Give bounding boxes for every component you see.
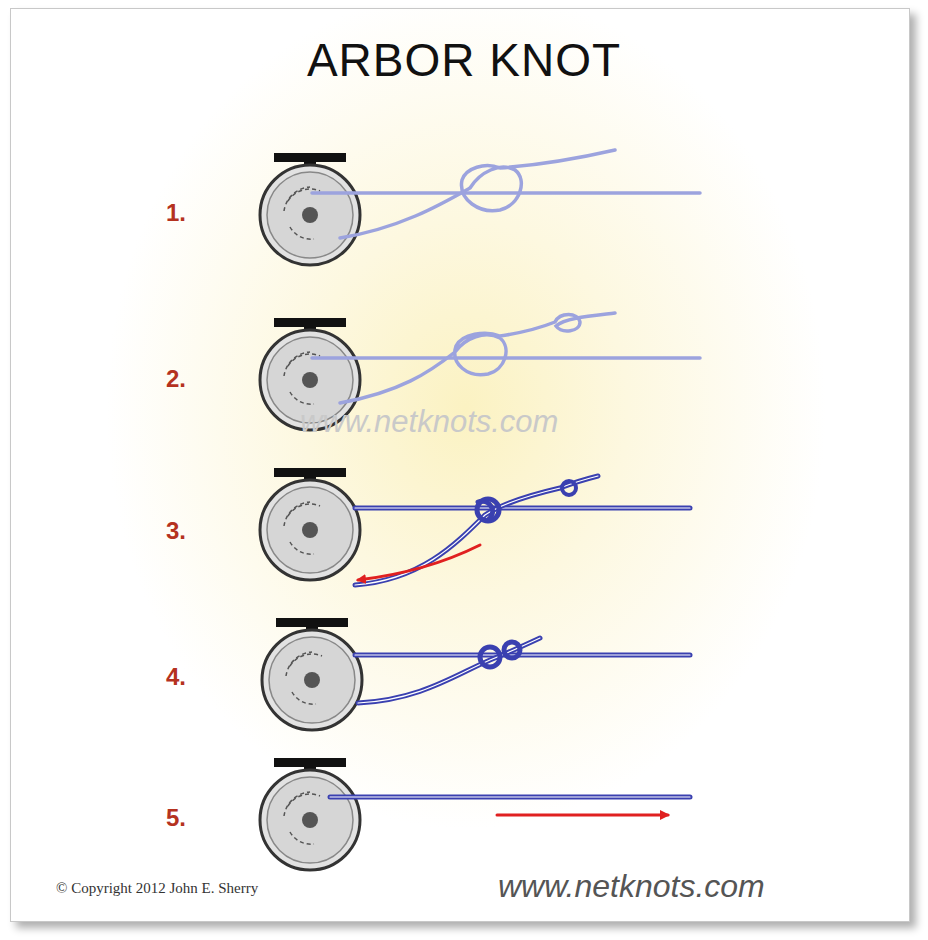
step-number: 1. — [166, 199, 186, 227]
watermark: www.netknots.com — [300, 404, 558, 440]
watermark: www.netknots.com — [498, 868, 765, 905]
step-number: 4. — [166, 663, 186, 691]
copyright-note: © Copyright 2012 John E. Sherry — [56, 880, 258, 897]
step-number: 2. — [166, 365, 186, 393]
step-number: 3. — [166, 517, 186, 545]
card-panel — [10, 8, 910, 922]
step-number: 5. — [166, 804, 186, 832]
diagram-title: ARBOR KNOT — [307, 33, 621, 87]
